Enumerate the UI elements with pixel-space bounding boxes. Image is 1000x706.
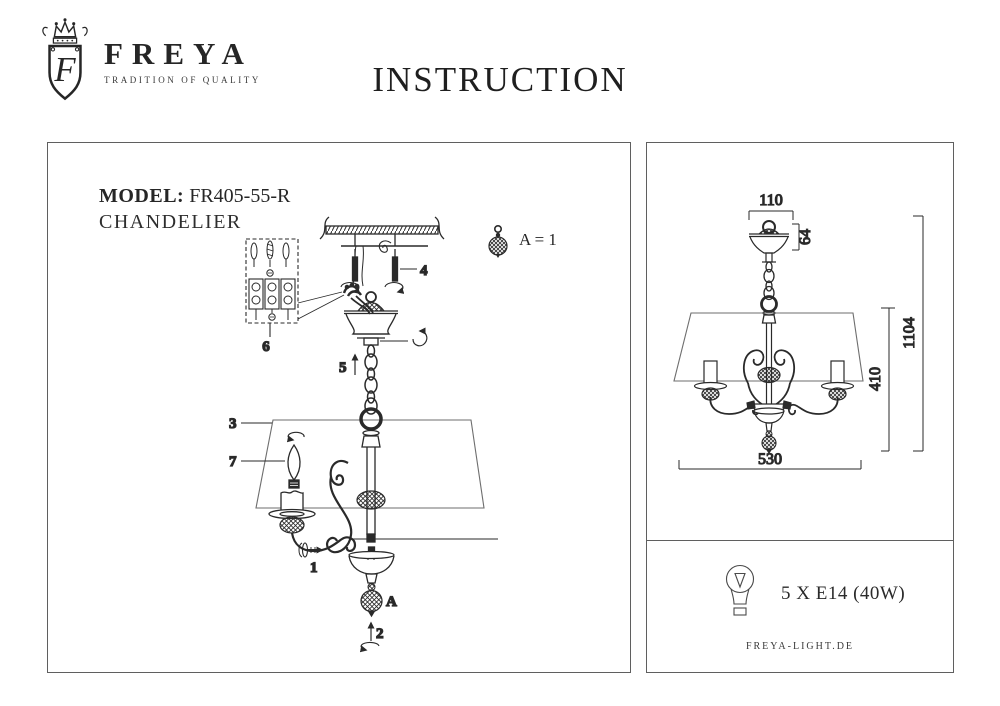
- bulb-icon: [725, 564, 755, 616]
- bottom-bowl: [348, 550, 395, 653]
- crystal-count-note: A = 1: [486, 221, 557, 259]
- crystal-count-text: A = 1: [519, 230, 557, 249]
- ceiling: [319, 216, 445, 240]
- lampshade-small: [673, 312, 864, 382]
- part-label-4: 4: [420, 263, 428, 279]
- hanging-ring: [359, 407, 383, 448]
- crystal-ball: [360, 589, 383, 613]
- dimension-diagram: 110: [673, 191, 924, 470]
- crest-monogram: F: [53, 50, 76, 89]
- set-screw: [298, 542, 324, 558]
- bulb-spec-row: 5 X E14 (40W): [723, 563, 905, 625]
- page-title: INSTRUCTION: [372, 60, 628, 99]
- model-value: FR405-55-R: [189, 185, 291, 207]
- dimensions-panel: 110: [646, 142, 954, 673]
- dim-fixture-width: [678, 460, 862, 470]
- bottom-assembly-small: [746, 400, 792, 455]
- part-label-7: 7: [229, 454, 237, 470]
- bulb-base: [288, 479, 300, 489]
- brand-name: FREYA: [104, 36, 253, 71]
- scroll-ornament: [329, 459, 349, 486]
- product-type: CHANDELIER: [99, 211, 242, 233]
- dim-value-110: 110: [759, 192, 782, 209]
- crystal-bead: [279, 516, 305, 534]
- candle-right: [820, 360, 855, 401]
- dim-value-410: 410: [867, 367, 884, 391]
- rotate-arrow-icon: [340, 282, 361, 294]
- lampshade: [255, 419, 485, 509]
- brand-tagline: TRADITION OF QUALITY: [104, 75, 261, 85]
- assembly-panel: MODEL: FR405-55-R CHANDELIER A = 1: [47, 142, 631, 673]
- part-label-a: A: [386, 594, 397, 610]
- brand-text: FREYA TRADITION OF QUALITY: [104, 38, 261, 85]
- arm: [290, 532, 357, 553]
- column-small: [757, 323, 781, 404]
- canopy: [344, 291, 398, 346]
- dim-canopy-width: [748, 210, 794, 220]
- rotate-arrow-icon: [359, 641, 380, 653]
- dim-total-height: [913, 215, 924, 452]
- dim-shade-height: [881, 307, 895, 452]
- candle-left: [693, 360, 728, 401]
- model-line: MODEL: FR405-55-R: [99, 185, 290, 208]
- dim-value-64: 64: [797, 229, 814, 245]
- part-label-1: 1: [310, 560, 318, 576]
- candle-bulb: [287, 443, 301, 482]
- chain-small: [760, 261, 778, 324]
- freya-crest-icon: F: [42, 18, 88, 101]
- dim-value-530: 530: [758, 451, 782, 468]
- dim-value-1104: 1104: [901, 317, 918, 348]
- dim-canopy-height: [792, 223, 800, 251]
- brand-logo: F FREYA TRADITION OF QUALITY: [36, 12, 261, 106]
- ceiling-bracket: [341, 234, 428, 253]
- model-label: MODEL:: [99, 185, 185, 207]
- part-label-2: 2: [376, 626, 384, 642]
- website-text: FREYA-LIGHT.DE: [745, 641, 855, 652]
- hook-rotate-icon: [380, 327, 428, 347]
- part-label-6: 6: [262, 339, 270, 355]
- bulb-spec-text: 5 X E14 (40W): [781, 583, 906, 604]
- dimension-drawing-section: 110: [647, 143, 953, 540]
- canopy-small: [749, 220, 789, 263]
- part-label-5: 5: [339, 360, 347, 376]
- bulb-spec-section: 5 X E14 (40W) FREYA-LIGHT.DE: [647, 540, 953, 673]
- part-label-3: 3: [229, 416, 237, 432]
- center-column: [349, 447, 498, 560]
- rotate-arrow-icon: [384, 282, 405, 294]
- scroll-ornament: [326, 476, 353, 554]
- rotate-arrow-icon: [286, 431, 305, 443]
- terminal-block-detail: [245, 238, 345, 337]
- candle-arm-assembly: [268, 431, 357, 554]
- crystal-pendant-icon: [488, 225, 508, 258]
- assembly-diagram: 4: [228, 216, 498, 653]
- chain: [351, 344, 378, 415]
